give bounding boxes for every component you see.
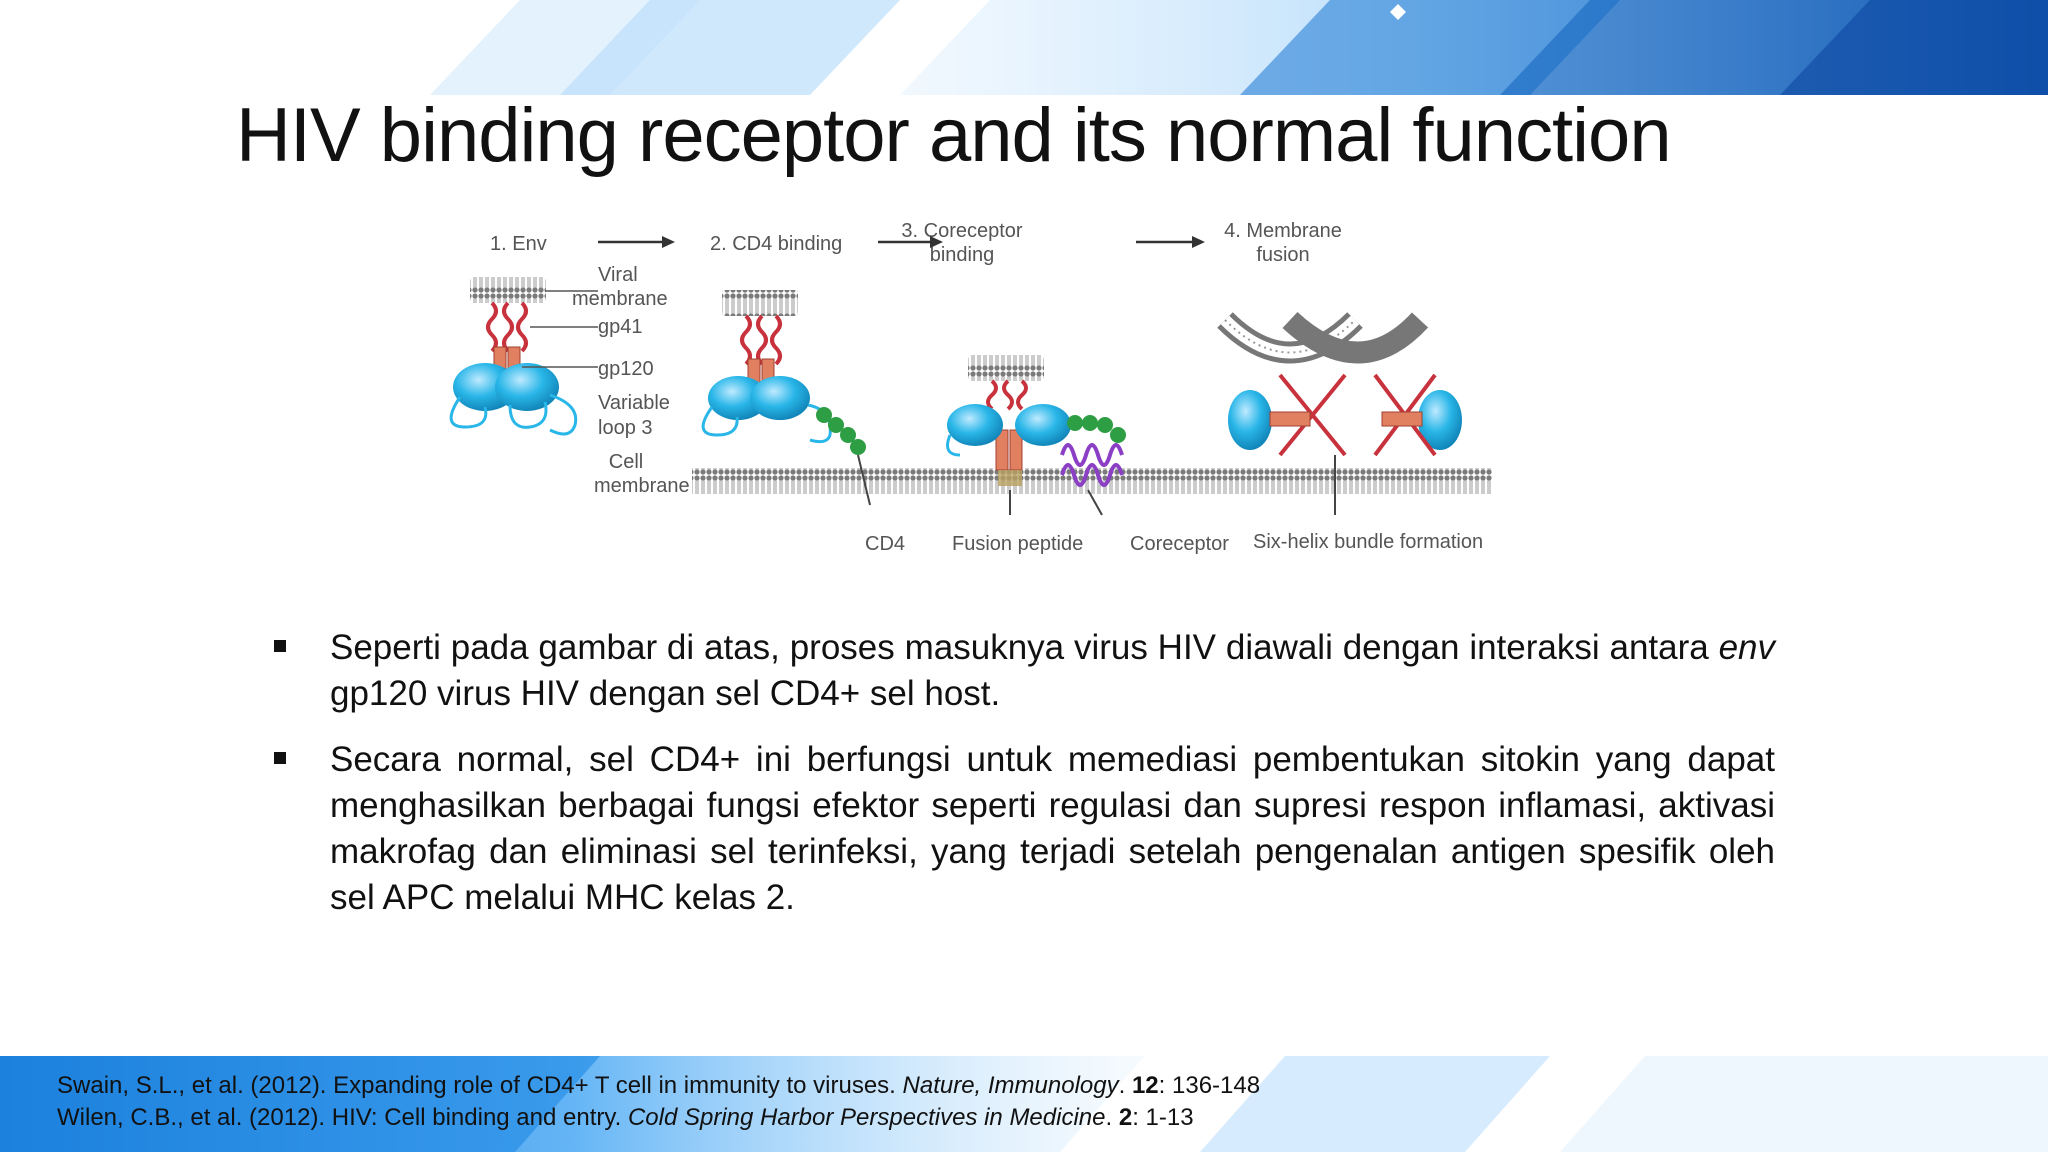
label-variable-loop-2: loop 3 — [598, 417, 653, 439]
label-cd4: CD4 — [865, 533, 905, 555]
slide-title: HIV binding receptor and its normal func… — [236, 93, 1672, 178]
reference-volume: 2 — [1118, 1104, 1133, 1131]
reference-separator: . — [1105, 1104, 1119, 1131]
cell-membrane — [692, 468, 1492, 494]
label-gp120: gp120 — [598, 358, 654, 380]
label-gp41: gp41 — [598, 316, 643, 338]
reference-pages: : 136-148 — [1158, 1072, 1261, 1099]
reference-item: Swain, S.L., et al. (2012). Expanding ro… — [57, 1070, 1260, 1102]
step-4-label: 4. Membrane — [1224, 220, 1342, 242]
reference-pages: : 1-13 — [1132, 1104, 1194, 1131]
reference-journal: Cold Spring Harbor Perspectives in Medic… — [627, 1104, 1106, 1131]
step-3-label: 3. Coreceptor — [901, 220, 1023, 242]
bullet-text: Seperti pada gambar di atas, proses masu… — [330, 628, 1719, 667]
label-cell-membrane-2: membrane — [594, 475, 690, 497]
env-trimer-step1 — [449, 277, 578, 436]
bottom-labels: CD4 Fusion peptide Coreceptor Six-helix … — [865, 531, 1483, 555]
step-4-label-2: fusion — [1256, 244, 1309, 266]
label-cell-membrane: Cell — [609, 451, 643, 473]
bullet-text-end: gp120 virus HIV dengan sel CD4+ sel host… — [330, 674, 1001, 713]
bullet-marker — [274, 640, 286, 652]
reference-volume: 12 — [1131, 1072, 1159, 1099]
bullet-text: Secara normal, sel CD4+ ini berfungsi un… — [330, 740, 1775, 917]
reference-text: Swain, S.L., et al. (2012). Expanding ro… — [57, 1072, 903, 1099]
step-3-label-2: binding — [930, 244, 995, 266]
label-variable-loop: Variable — [598, 392, 670, 414]
label-six-helix: Six-helix bundle formation — [1253, 531, 1483, 553]
step1-callouts: Viral membrane gp41 gp120 Variable loop … — [522, 264, 690, 497]
reference-journal: Nature, Immunology — [902, 1072, 1119, 1099]
header-decoration — [430, 0, 2048, 95]
bullet-item: Secara normal, sel CD4+ ini berfungsi un… — [270, 737, 1775, 921]
step-labels: 1. Env 2. CD4 binding 3. Coreceptor bind… — [490, 220, 1342, 266]
references: Swain, S.L., et al. (2012). Expanding ro… — [57, 1070, 1260, 1134]
footer-decoration — [0, 1056, 2048, 1152]
hiv-entry-figure: 1. Env 2. CD4 binding 3. Coreceptor bind… — [449, 220, 1492, 555]
reference-text: Wilen, C.B., et al. (2012). HIV: Cell bi… — [57, 1104, 628, 1131]
step-2-label: 2. CD4 binding — [710, 233, 842, 255]
step-arrows — [598, 236, 1205, 248]
label-fusion-peptide: Fusion peptide — [952, 533, 1083, 555]
bullet-emphasis: env — [1718, 628, 1775, 667]
bullet-marker — [274, 752, 286, 764]
label-coreceptor: Coreceptor — [1130, 533, 1229, 555]
membrane-fusion-step4 — [1217, 311, 1462, 457]
label-viral-membrane-2: membrane — [572, 288, 668, 310]
reference-separator: . — [1118, 1072, 1132, 1099]
env-coreceptor-step3 — [946, 355, 1126, 487]
pointer-lines — [1009, 455, 1336, 516]
reference-item: Wilen, C.B., et al. (2012). HIV: Cell bi… — [57, 1102, 1260, 1134]
label-viral-membrane: Viral — [598, 264, 638, 286]
bullet-item: Seperti pada gambar di atas, proses masu… — [270, 625, 1775, 717]
bullet-list: Seperti pada gambar di atas, proses masu… — [270, 625, 1775, 941]
step-1-label: 1. Env — [490, 233, 547, 255]
env-cd4-step2 — [701, 290, 871, 506]
